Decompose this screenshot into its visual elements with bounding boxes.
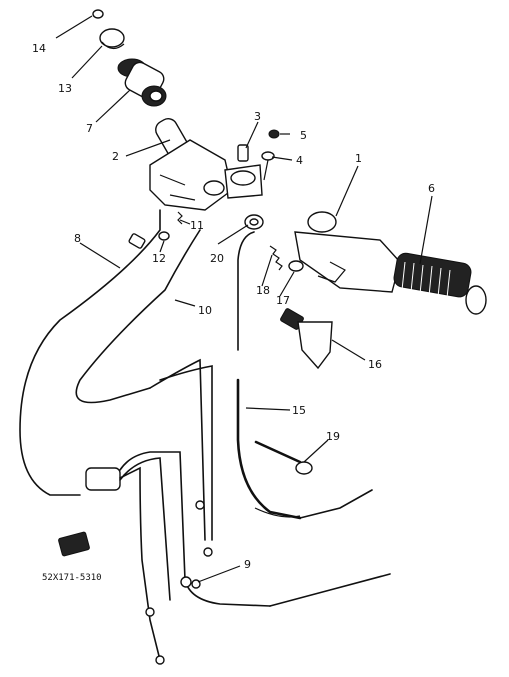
- label-6: 6: [428, 182, 435, 195]
- grip-housing-part-7: [117, 58, 167, 107]
- label-2: 2: [112, 150, 119, 163]
- cable-part-10: [75, 229, 201, 404]
- cable-bundle: [85, 358, 391, 665]
- switch-housing-part-2: [149, 118, 233, 211]
- label-4: 4: [296, 154, 303, 167]
- label-8: 8: [74, 232, 81, 245]
- part-labels: 14 13 7 2 3 5 4 1 6 8 11 12 20 10 18 17 …: [32, 42, 435, 583]
- lever-holder-part-1: [294, 211, 401, 293]
- screw-part-14: [92, 9, 104, 19]
- nut-part-12: [158, 231, 170, 241]
- washer-part-17: [288, 260, 304, 272]
- label-19: 19: [326, 430, 340, 443]
- holder-part-3: [224, 144, 263, 199]
- label-11: 11: [190, 219, 204, 232]
- nut-part-5: [268, 129, 280, 139]
- collar-part-20: [244, 214, 264, 230]
- label-1: 1: [355, 152, 362, 165]
- cap-part-13: [99, 28, 125, 50]
- label-13: 13: [58, 82, 72, 95]
- label-10: 10: [198, 304, 212, 317]
- cable-part-15: [236, 231, 373, 520]
- label-7: 7: [86, 122, 93, 135]
- label-5: 5: [300, 129, 307, 142]
- label-14: 14: [32, 42, 46, 55]
- spring-part-18: [269, 245, 283, 271]
- label-9: 9: [244, 558, 251, 571]
- label-15: 15: [292, 404, 306, 417]
- bracket-part-19: [254, 440, 313, 475]
- catalog-code: 52X171-5310: [42, 573, 102, 583]
- label-12: 12: [152, 252, 166, 265]
- label-18: 18: [256, 284, 270, 297]
- adjuster-part-11: [177, 211, 183, 225]
- label-17: 17: [276, 294, 290, 307]
- label-20: 20: [210, 252, 224, 265]
- switch-part-16: [280, 308, 333, 370]
- catalog-code-block: [58, 531, 90, 557]
- label-3: 3: [254, 110, 261, 123]
- cable-part-8: [19, 209, 161, 496]
- bolt-part-4: [261, 151, 275, 181]
- leader-lines: [55, 15, 433, 583]
- grip-part-6: [393, 252, 487, 315]
- label-16: 16: [368, 358, 382, 371]
